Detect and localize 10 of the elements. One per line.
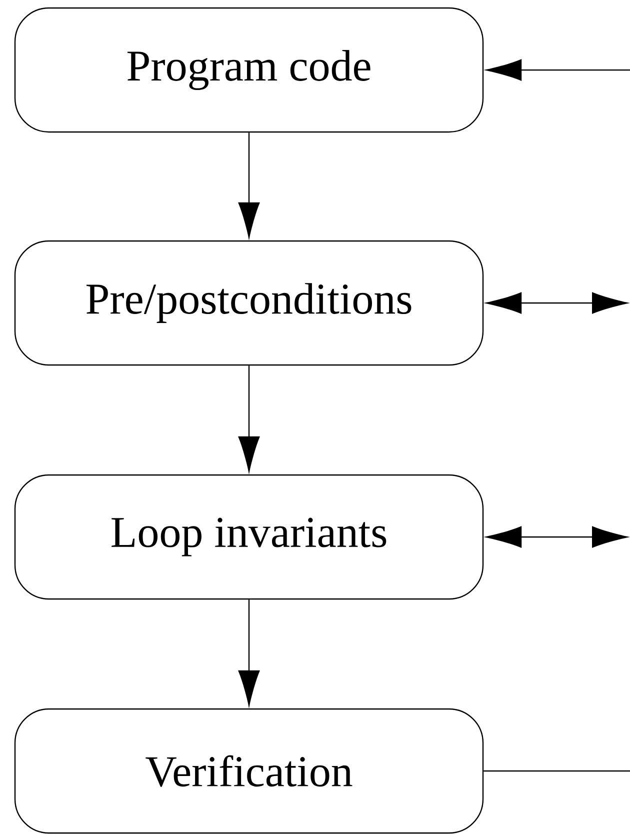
process-box: Loop invariants [14, 474, 484, 600]
arrow [238, 600, 260, 706]
process-box: Verification [14, 708, 484, 834]
arrow [238, 132, 260, 238]
arrow [486, 292, 628, 314]
arrow [486, 526, 628, 548]
arrow [486, 59, 630, 81]
arrow [238, 366, 260, 472]
process-box: Program code [14, 7, 484, 133]
process-box: Pre/postconditions [14, 240, 484, 366]
